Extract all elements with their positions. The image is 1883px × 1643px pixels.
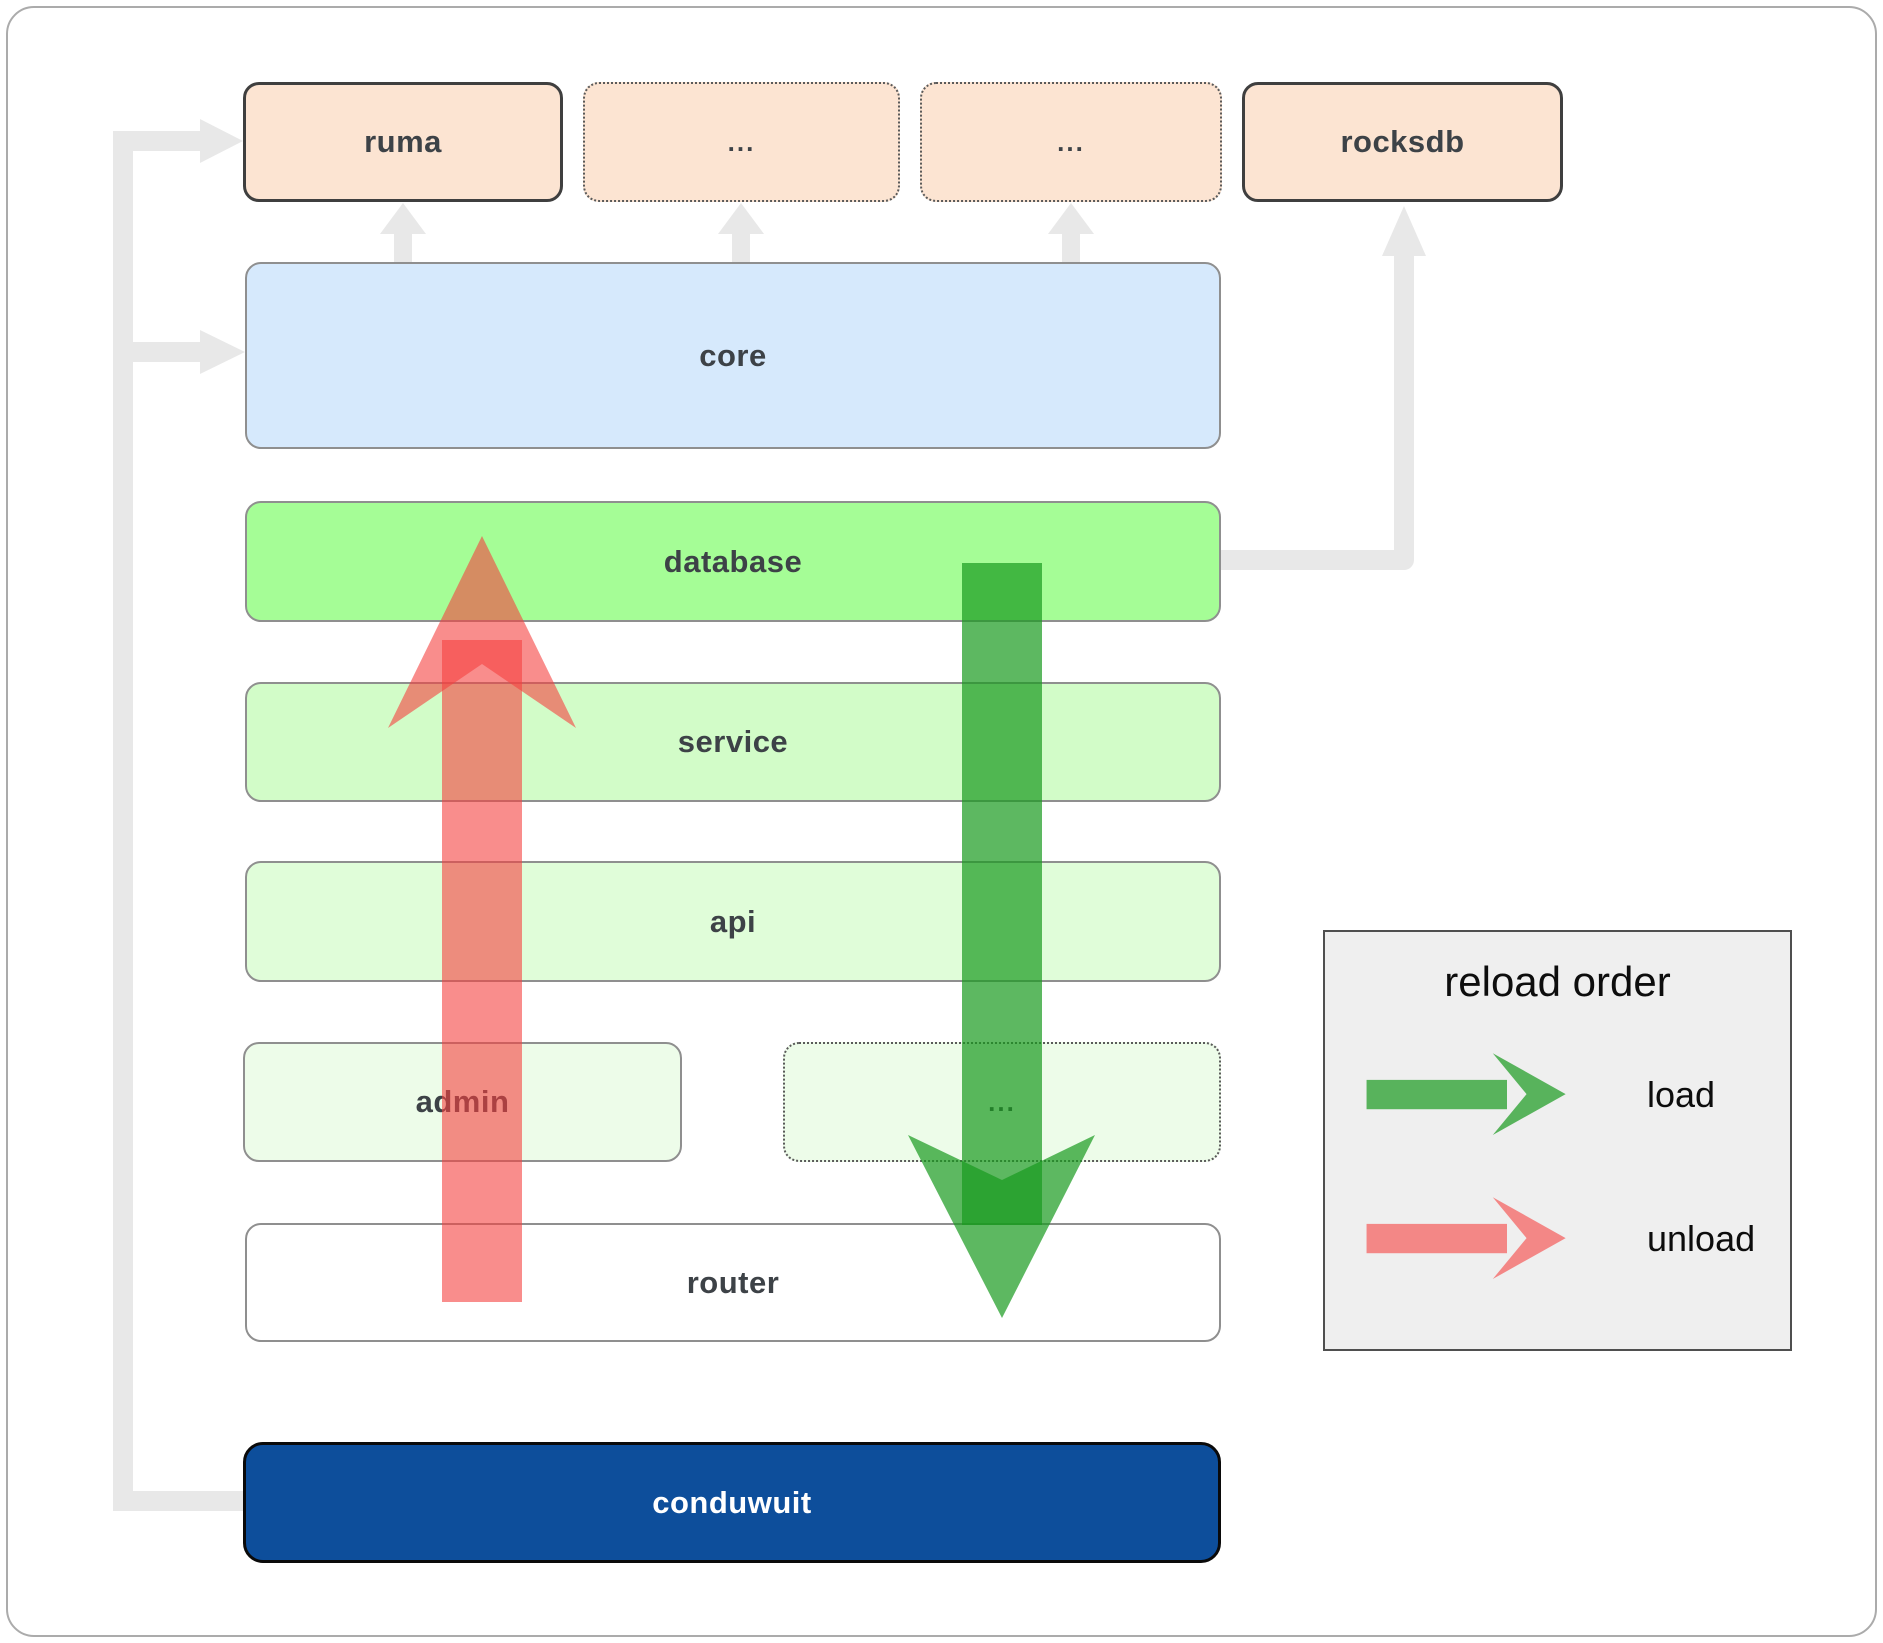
node-ruma: ruma	[243, 82, 563, 202]
legend-title: reload order	[1444, 958, 1671, 1005]
node-admin-label: admin	[415, 1084, 510, 1119]
node-conduwuit: conduwuit	[243, 1442, 1221, 1563]
node-rocksdb-label: rocksdb	[1340, 124, 1465, 159]
node-api-label: api	[709, 903, 757, 939]
legend-row-unload: unload	[1325, 1184, 1790, 1294]
legend-row-load: load	[1325, 1040, 1790, 1150]
node-ellipsis-1-label: ...	[727, 126, 756, 157]
legend-load-label: load	[1647, 1074, 1716, 1115]
node-conduwuit-label: conduwuit	[652, 1484, 812, 1520]
node-ellipsis-2-label: ...	[1057, 126, 1085, 157]
node-ruma-label: ruma	[364, 124, 442, 159]
node-service-label: service	[677, 724, 789, 759]
node-ellipsis-2: ...	[920, 82, 1222, 202]
node-router: router	[245, 1223, 1221, 1342]
diagram-frame	[6, 6, 1877, 1637]
node-core: core	[245, 262, 1221, 449]
node-service: service	[245, 682, 1221, 802]
node-database: database	[245, 501, 1221, 622]
node-rocksdb: rocksdb	[1242, 82, 1563, 202]
node-ellipsis-3-label: ...	[988, 1086, 1016, 1117]
node-api: api	[245, 861, 1221, 982]
legend-unload-label: unload	[1647, 1218, 1756, 1259]
legend-reload-order: reload order load unload	[1323, 930, 1792, 1351]
node-admin: admin	[243, 1042, 682, 1162]
unload-arrow-icon	[1366, 1197, 1566, 1279]
node-ellipsis-1: ...	[583, 82, 900, 202]
node-ellipsis-3: ...	[783, 1042, 1221, 1162]
node-core-label: core	[699, 337, 767, 373]
node-router-label: router	[686, 1264, 780, 1300]
node-database-label: database	[663, 543, 803, 579]
load-arrow-icon	[1366, 1053, 1566, 1135]
